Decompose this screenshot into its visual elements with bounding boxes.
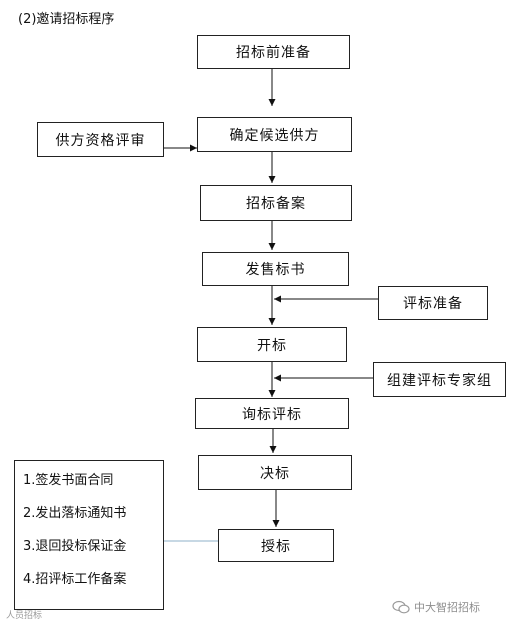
award-task-list: 1.签发书面合同 2.发出落标通知书 3.退回投标保证金 4.招评标工作备案 <box>14 460 164 610</box>
watermark-left: 人员招标 <box>6 611 43 621</box>
step-confirm-candidates: 确定候选供方 <box>197 117 352 152</box>
step-clarification-evaluation: 询标评标 <box>195 398 349 429</box>
step-bidding-filing: 招标备案 <box>200 185 352 221</box>
step-sell-bid-documents: 发售标书 <box>202 252 349 286</box>
step-bidding-preparation: 招标前准备 <box>197 35 350 69</box>
watermark-right: 中大智招招标 <box>392 599 480 615</box>
input-evaluation-preparation: 评标准备 <box>378 286 488 320</box>
step-bid-opening: 开标 <box>197 327 347 362</box>
award-task-item: 2.发出落标通知书 <box>23 506 127 521</box>
chat-bubble-icon <box>392 600 410 614</box>
input-supplier-qualification-review: 供方资格评审 <box>37 122 164 157</box>
input-form-expert-group: 组建评标专家组 <box>373 362 506 397</box>
award-task-item: 3.退回投标保证金 <box>23 539 127 554</box>
award-task-item: 4.招评标工作备案 <box>23 572 127 587</box>
step-award: 授标 <box>218 529 334 562</box>
step-bid-decision: 决标 <box>198 455 352 490</box>
diagram-title: (2)邀请招标程序 <box>18 12 115 27</box>
watermark-right-text: 中大智招招标 <box>414 601 480 614</box>
award-task-item: 1.签发书面合同 <box>23 473 114 488</box>
